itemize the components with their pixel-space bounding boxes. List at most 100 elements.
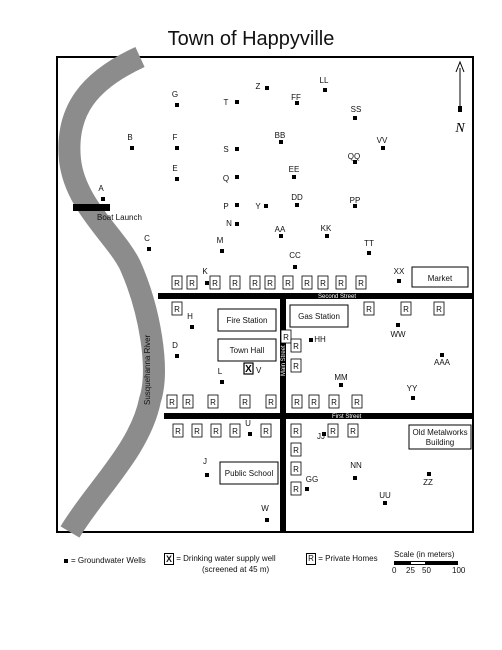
scale-tick-25: 25	[406, 566, 415, 575]
private-home: R	[433, 301, 445, 316]
well-label: ZZ	[423, 478, 433, 487]
well-marker	[205, 473, 209, 477]
private-home: R	[280, 329, 292, 344]
private-home: R	[328, 394, 340, 409]
well-marker	[396, 323, 400, 327]
well-marker	[190, 325, 194, 329]
private-home-marker: R	[330, 427, 336, 436]
north-label: N	[454, 121, 465, 136]
legend-supply-label: = Drinking water supply well	[176, 554, 276, 564]
private-home-marker: R	[267, 279, 273, 288]
well-label: MM	[334, 373, 348, 382]
fire-station-building: Fire Station	[217, 308, 277, 332]
market-label: Market	[428, 274, 453, 283]
well-marker	[295, 203, 299, 207]
private-home: R	[229, 423, 241, 438]
well-y: Y	[255, 202, 268, 211]
well-dd: DD	[291, 193, 303, 207]
private-home-marker: R	[293, 362, 299, 371]
private-home: R	[363, 301, 375, 316]
well-t: T	[224, 98, 239, 107]
main-street-label: Main Street	[281, 345, 287, 376]
well-marker	[220, 380, 224, 384]
scale-tick-100: 100	[452, 566, 466, 575]
well-v: V	[256, 366, 262, 375]
private-home: R	[249, 275, 261, 290]
well-ww: WW	[390, 323, 406, 339]
legend-homes-label: = Private Homes	[318, 554, 378, 564]
private-home: R	[291, 394, 303, 409]
well-marker	[440, 353, 444, 357]
well-pp: PP	[350, 196, 361, 208]
private-home-marker: R	[293, 465, 299, 474]
well-ss: SS	[351, 105, 361, 120]
well-c: C	[144, 234, 151, 251]
well-marker	[383, 501, 387, 505]
well-label: XX	[394, 267, 405, 276]
wells-layer: ABCDEFGHJKLMNPQSTUVWYZAABBCCDDEEFFGGHHJJ…	[98, 76, 451, 522]
well-label: L	[218, 367, 223, 376]
well-marker	[175, 103, 179, 107]
well-marker	[309, 338, 313, 342]
well-marker	[353, 476, 357, 480]
well-label: Z	[256, 82, 261, 91]
well-marker	[323, 88, 327, 92]
well-marker	[397, 279, 401, 283]
well-label: BB	[275, 131, 286, 140]
well-label: KK	[321, 224, 332, 233]
private-home: R	[191, 423, 203, 438]
private-home: R	[260, 423, 272, 438]
private-home: R	[186, 275, 198, 290]
groundwater-well-swatch	[64, 558, 68, 563]
private-home: R	[182, 394, 194, 409]
well-label: WW	[390, 330, 406, 339]
private-home-marker: R	[358, 279, 364, 288]
private-home: R	[282, 275, 294, 290]
well-marker	[175, 146, 179, 150]
well-label: FF	[291, 93, 301, 102]
private-home: R	[265, 394, 277, 409]
private-home-marker: R	[194, 427, 200, 436]
well-vv: VV	[377, 136, 388, 150]
well-label: G	[172, 90, 178, 99]
private-home: R	[347, 423, 359, 438]
public-school-building: Public School	[219, 461, 279, 485]
private-home-marker: R	[263, 427, 269, 436]
private-home-marker: R	[169, 398, 175, 407]
well-label: LL	[320, 76, 329, 85]
fire-station-label: Fire Station	[227, 316, 268, 325]
well-d: D	[172, 341, 179, 358]
private-home-marker: R	[185, 398, 191, 407]
scale-ticks: 0 25 50 100	[392, 566, 474, 576]
well-f: F	[173, 133, 179, 150]
well-label: T	[224, 98, 229, 107]
second-street-label: Second Street	[318, 294, 356, 300]
gas-station-label: Gas Station	[298, 312, 340, 321]
private-home-marker: R	[403, 305, 409, 314]
well-label: Y	[255, 202, 261, 211]
town-hall-label: Town Hall	[230, 346, 265, 355]
well-label: V	[256, 366, 262, 375]
north-arrow: N	[454, 60, 465, 136]
private-home: R	[207, 394, 219, 409]
well-marker	[130, 146, 134, 150]
private-home-marker: R	[174, 305, 180, 314]
well-label: J	[203, 457, 207, 466]
well-label: E	[172, 164, 177, 173]
well-label: DD	[291, 193, 303, 202]
well-marker	[235, 147, 239, 151]
second-street	[158, 293, 473, 299]
well-label: U	[245, 419, 251, 428]
well-label: PP	[350, 196, 361, 205]
well-label: D	[172, 341, 178, 350]
private-home: R	[355, 275, 367, 290]
well-m: M	[217, 236, 224, 253]
well-marker	[265, 86, 269, 90]
well-label: GG	[306, 475, 318, 484]
well-kk: KK	[321, 224, 332, 238]
private-home: R	[290, 423, 302, 438]
well-label: AA	[275, 225, 286, 234]
private-home-marker: R	[311, 398, 317, 407]
well-marker	[235, 175, 239, 179]
well-marker	[101, 197, 105, 201]
